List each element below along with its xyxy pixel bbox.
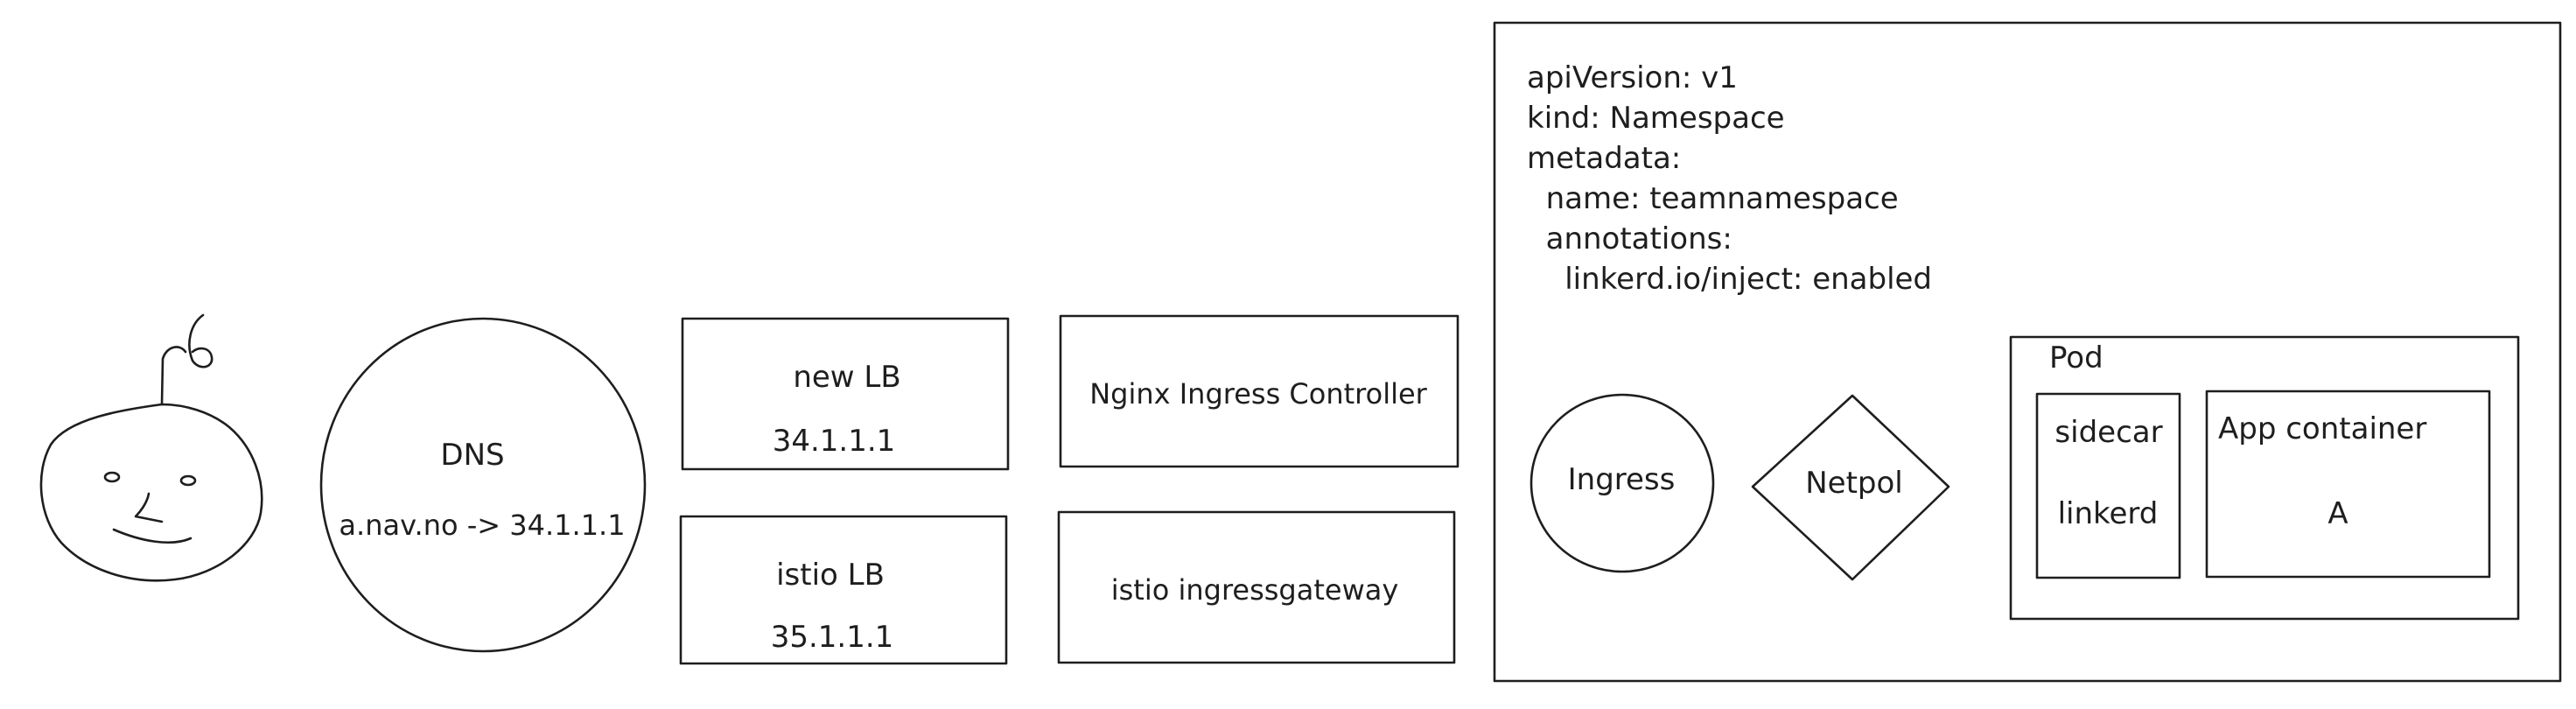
sidecar-title: sidecar — [2054, 415, 2163, 450]
istio-lb-ip: 35.1.1.1 — [770, 620, 894, 655]
istio-gateway-box — [1057, 510, 1456, 664]
pod-title: Pod — [2049, 340, 2104, 376]
istio-lb-box — [679, 515, 1008, 665]
yaml-line: apiVersion: v1 — [1527, 60, 1738, 95]
istio-gateway-label: istio ingressgateway — [1110, 573, 1399, 607]
yaml-line: kind: Namespace — [1527, 101, 1785, 136]
new-lb-label: new LB — [793, 360, 901, 395]
user-face-icon — [39, 313, 263, 582]
pod-box — [2009, 335, 2520, 621]
app-container-box — [2205, 390, 2491, 579]
app-container-title: App container — [2218, 411, 2427, 446]
dns-title: DNS — [440, 438, 505, 473]
nginx-controller-label: Nginx Ingress Controller — [1089, 377, 1427, 411]
yaml-line: linkerd.io/inject: enabled — [1527, 262, 1933, 297]
netpol-diamond — [1751, 394, 1950, 581]
app-container-name: A — [2328, 496, 2348, 531]
netpol-label: Netpol — [1805, 466, 1903, 501]
sidecar-box — [2035, 392, 2181, 579]
sidecar-name: linkerd — [2057, 496, 2159, 531]
dns-record: a.nav.no -> 34.1.1.1 — [339, 509, 626, 542]
ingress-label: Ingress — [1567, 462, 1676, 497]
dns-circle — [319, 317, 647, 653]
istio-lb-label: istio LB — [776, 558, 885, 593]
namespace-yaml: apiVersion: v1 kind: Namespace metadata:… — [1527, 58, 1932, 299]
ingress-circle — [1530, 393, 1715, 573]
yaml-line: name: teamnamespace — [1527, 181, 1899, 216]
yaml-line: annotations: — [1527, 221, 1732, 256]
new-lb-box — [681, 317, 1010, 471]
yaml-line: metadata: — [1527, 141, 1682, 176]
nginx-controller-box — [1059, 314, 1460, 468]
namespace-frame — [1493, 21, 2562, 683]
new-lb-ip: 34.1.1.1 — [772, 424, 896, 459]
